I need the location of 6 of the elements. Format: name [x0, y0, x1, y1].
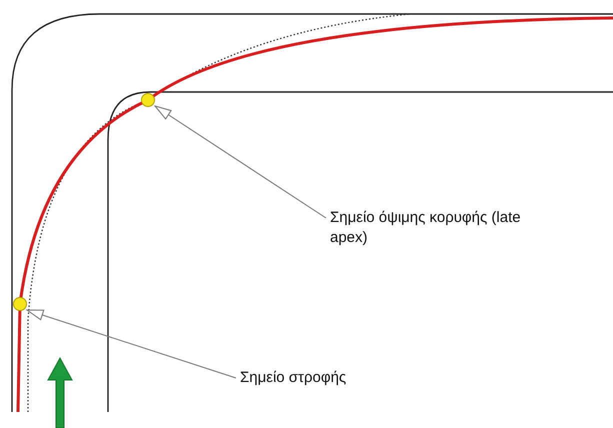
leader-line [154, 106, 326, 218]
callout-label: Σημείο όψιμης κορυφής (late apex) [330, 208, 530, 248]
apex-point-marker [141, 93, 155, 107]
leader-line [26, 310, 236, 378]
turn-in-point-marker [13, 297, 27, 311]
callout-label: Σημείο στροφής [240, 368, 400, 388]
